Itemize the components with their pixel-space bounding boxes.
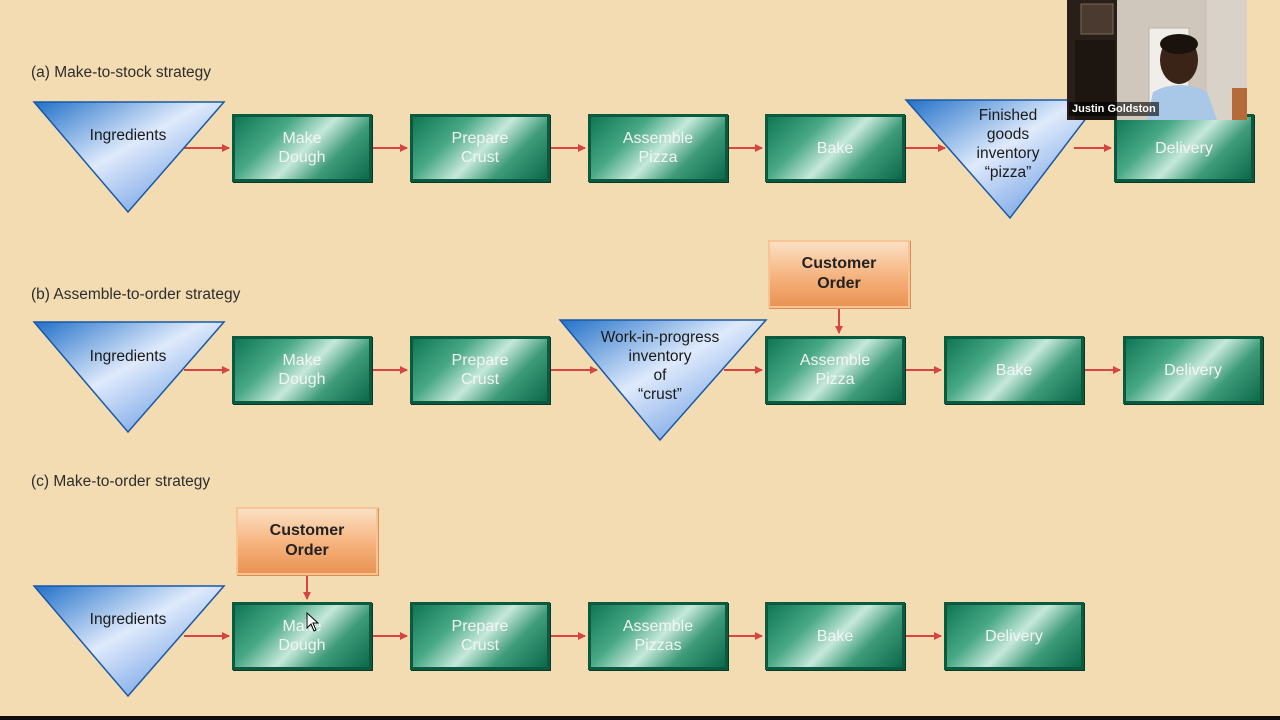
delivery-box: Delivery [944,602,1084,670]
section-c-caption: (c) Make-to-order strategy [31,473,211,490]
ingredients-label: Ingredients [89,127,167,144]
finished-goods-inventory-label: Finished goods inventory “pizza” [976,107,1040,181]
presenter-name-tag: Justin Goldston [1069,102,1159,116]
customer-order-box: Customer Order [768,240,910,308]
make-dough-box: Make Dough [232,336,372,404]
bake-box: Bake [765,602,905,670]
bake-box: Bake [765,114,905,182]
assemble-pizza-box: Assemble Pizza [588,114,728,182]
mouse-cursor-icon [306,612,320,632]
prepare-crust-box: Prepare Crust [410,114,550,182]
wip-inventory-label: Work-in-progress inventory of “crust” [600,329,720,403]
bake-box: Bake [944,336,1084,404]
triangle-c-ingredients [32,585,226,698]
delivery-box: Delivery [1114,114,1254,182]
delivery-box: Delivery [1123,336,1263,404]
triangle-b-wip [558,319,768,442]
prepare-crust-box: Prepare Crust [410,336,550,404]
webcam-video [1067,0,1247,120]
triangle-b-ingredients [32,321,226,434]
customer-order-box: Customer Order [236,507,378,575]
section-b-caption: (b) Assemble-to-order strategy [31,286,241,303]
prepare-crust-box: Prepare Crust [410,602,550,670]
section-a-caption: (a) Make-to-stock strategy [31,64,212,81]
assemble-pizza-box: Assemble Pizza [765,336,905,404]
make-dough-box: Make Dough [232,602,372,670]
triangle-a-ingredients [32,101,226,214]
presenter-video-icon [1067,0,1247,120]
make-dough-box: Make Dough [232,114,372,182]
assemble-pizzas-box: Assemble Pizzas [588,602,728,670]
ingredients-label: Ingredients [89,611,167,628]
ingredients-label: Ingredients [89,348,167,365]
triangle-a-finished-goods [904,99,1102,220]
